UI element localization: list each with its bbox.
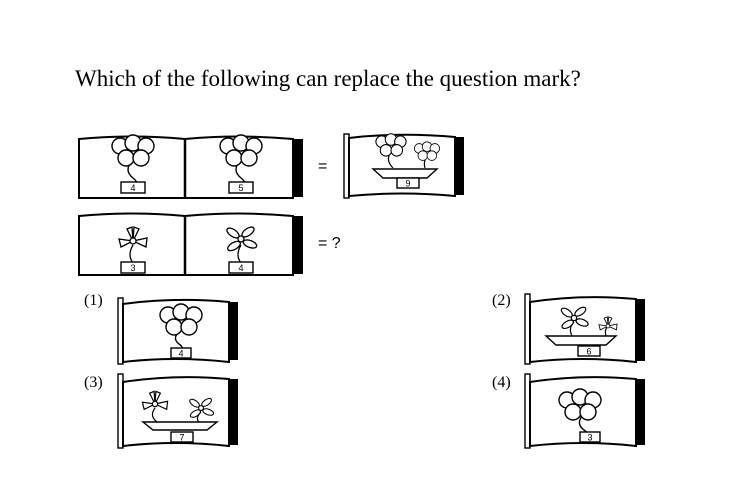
option-4-figure[interactable]: 3 xyxy=(522,370,647,450)
equals-question-mark: = ? xyxy=(318,235,341,252)
option-1-label[interactable]: (1) xyxy=(84,292,103,309)
number-label: 3 xyxy=(130,263,135,273)
option-2-figure[interactable]: 6 xyxy=(522,290,647,366)
book-row-2: 3 4 xyxy=(78,212,303,276)
number-label: 3 xyxy=(587,433,592,443)
round-flower-icon xyxy=(375,133,407,157)
vase-icon xyxy=(141,421,219,431)
option-3-label[interactable]: (3) xyxy=(84,374,103,391)
book-row-1: 4 5 xyxy=(78,134,303,199)
option-1-figure[interactable]: 4 xyxy=(115,294,240,366)
option-3-figure[interactable]: 7 xyxy=(115,370,240,450)
number-label: 4 xyxy=(130,183,135,193)
number-label: 9 xyxy=(405,179,410,189)
round-flower-icon xyxy=(413,141,441,161)
option-2-label[interactable]: (2) xyxy=(492,292,511,309)
number-label: 4 xyxy=(238,263,243,273)
number-label: 4 xyxy=(178,349,183,359)
option-4-label[interactable]: (4) xyxy=(492,374,511,391)
question-text: Which of the following can replace the q… xyxy=(75,66,581,91)
vase-icon xyxy=(371,168,439,179)
number-label: 5 xyxy=(238,183,243,193)
vase-icon xyxy=(544,335,618,346)
flag-vase-result: 9 xyxy=(343,133,464,199)
number-label: 7 xyxy=(179,433,184,443)
number-label: 6 xyxy=(586,347,591,357)
equals-sign: = xyxy=(318,158,328,175)
